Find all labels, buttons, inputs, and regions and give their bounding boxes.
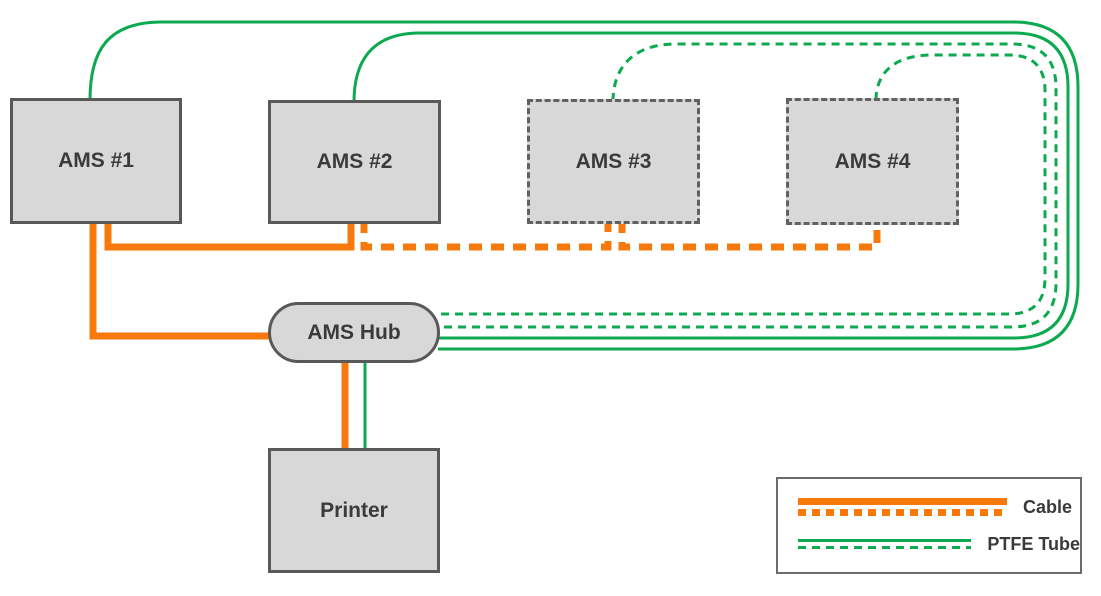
- node-ams-hub: AMS Hub: [268, 302, 440, 363]
- legend-row-cable: Cable: [798, 497, 1080, 518]
- cable-dashed-swatch-line: [798, 509, 1007, 516]
- node-ams-hub-label: AMS Hub: [307, 320, 401, 344]
- ptfe-tube-swatch: [798, 539, 972, 549]
- node-ams1-label: AMS #1: [58, 149, 134, 172]
- node-ams3-label: AMS #3: [575, 149, 652, 173]
- legend-label-ptfe-tube: PTFE Tube: [987, 533, 1080, 554]
- node-ams4-label: AMS #4: [834, 149, 911, 173]
- legend-row-ptfe-tube: PTFE Tube: [798, 534, 1080, 555]
- node-printer: Printer: [268, 448, 440, 573]
- cable-ams3-to-ams4: [618, 220, 881, 251]
- tube-ams1-to-hub: [88, 20, 1080, 351]
- tube-ams4-to-hub: [438, 53, 1047, 316]
- legend-label-cable: Cable: [1023, 496, 1073, 517]
- node-ams2-label: AMS #2: [316, 150, 393, 173]
- cable-swatch: [798, 498, 1007, 516]
- legend: Cable PTFE Tube: [776, 477, 1082, 574]
- tube-ams2-to-hub: [352, 31, 1070, 340]
- node-ams1: AMS #1: [10, 98, 182, 224]
- cable-ams1-to-hub: [89, 218, 300, 340]
- tube-dashed-swatch-line: [798, 546, 972, 549]
- tube-solid-swatch-line: [798, 539, 972, 542]
- node-printer-label: Printer: [320, 498, 388, 522]
- node-ams2: AMS #2: [268, 100, 441, 224]
- cable-solid-swatch-line: [798, 498, 1007, 505]
- node-ams4: AMS #4: [786, 98, 959, 225]
- node-ams3: AMS #3: [527, 99, 700, 224]
- cable-ams2-to-ams3: [360, 220, 612, 251]
- cable-ams1-to-ams2: [104, 218, 355, 251]
- tube-ams3-to-hub: [438, 42, 1058, 329]
